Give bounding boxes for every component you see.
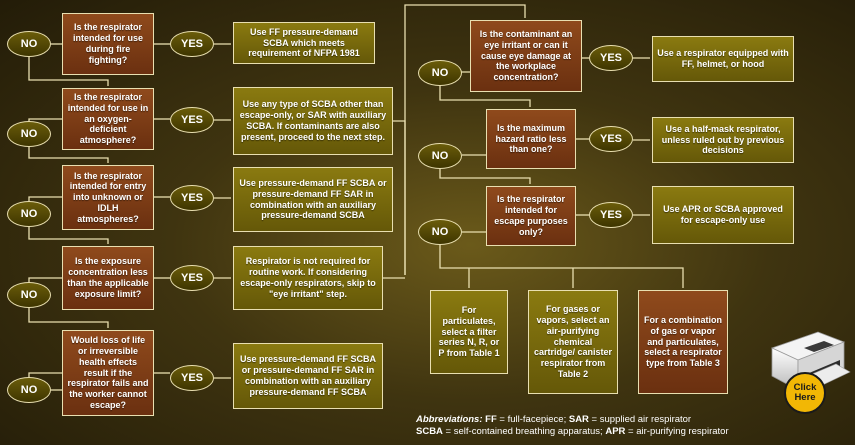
no-eye-irritant: NO xyxy=(418,60,462,86)
option-combination: For a combination of gas or vapor and pa… xyxy=(638,290,728,394)
click-here-line2: Here xyxy=(794,392,816,403)
abbr-sar-meaning: supplied air respirator xyxy=(599,414,692,425)
yes-loss-of-life: YES xyxy=(170,365,214,391)
no-hazard-ratio: NO xyxy=(418,143,462,169)
answer-oxygen-deficient: Use any type of SCBA other than escape-o… xyxy=(233,87,393,155)
question-fire-fighting: Is the respirator intended for use durin… xyxy=(62,13,154,75)
abbr-apr-meaning: air-purifying respirator xyxy=(636,425,729,437)
question-hazard-ratio: Is the maximum hazard ratio less than on… xyxy=(486,109,576,169)
answer-idlh: Use pressure-demand FF SCBA or pressure-… xyxy=(233,167,393,232)
yes-exposure-limit: YES xyxy=(170,265,214,291)
no-escape-only: NO xyxy=(418,219,462,245)
no-exposure-limit: NO xyxy=(7,282,51,308)
yes-oxygen-deficient: YES xyxy=(170,107,214,133)
question-eye-irritant: Is the contaminant an eye irritant or ca… xyxy=(470,20,582,92)
answer-loss-of-life: Use pressure-demand FF SCBA or pressure-… xyxy=(233,343,383,409)
answer-eye-irritant: Use a respirator equipped with FF, helme… xyxy=(652,36,794,82)
connector-line xyxy=(393,120,406,275)
answer-exposure-limit: Respirator is not required for routine w… xyxy=(233,246,383,310)
option-gases-vapors: For gases or vapors, select an air-purif… xyxy=(528,290,618,394)
no-fire-fighting: NO xyxy=(7,31,51,57)
question-loss-of-life: Would loss of life or irreversible healt… xyxy=(62,330,154,416)
abbr-scba-meaning: self-contained breathing apparatus; xyxy=(453,425,603,437)
no-idlh: NO xyxy=(7,201,51,227)
answer-escape-only: Use APR or SCBA approved for escape-only… xyxy=(652,186,794,244)
yes-idlh: YES xyxy=(170,185,214,211)
answer-fire-fighting: Use FF pressure-demand SCBA which meets … xyxy=(233,22,375,64)
connector-line xyxy=(439,169,531,184)
connector-line xyxy=(28,308,109,328)
click-here-badge[interactable]: Click Here xyxy=(784,372,826,414)
question-exposure-limit: Is the exposure concentration less than … xyxy=(62,246,154,310)
yes-escape-only: YES xyxy=(589,202,633,228)
abbr-sar: SAR xyxy=(568,414,589,425)
yes-eye-irritant: YES xyxy=(589,45,633,71)
no-oxygen-deficient: NO xyxy=(7,121,51,147)
yes-fire-fighting: YES xyxy=(170,31,214,57)
no-loss-of-life: NO xyxy=(7,377,51,403)
answer-hazard-ratio: Use a half-mask respirator, unless ruled… xyxy=(652,117,794,163)
abbr-ff-meaning: full-facepiece; xyxy=(507,414,567,425)
abbreviations-heading: Abbreviations: xyxy=(416,414,483,425)
abbr-scba: SCBA xyxy=(416,425,443,437)
abbr-apr: APR xyxy=(605,425,626,437)
abbreviations-legend: Abbreviations: FF = full-facepiece; SAR … xyxy=(416,414,729,437)
yes-hazard-ratio: YES xyxy=(589,126,633,152)
question-oxygen-deficient: Is the respirator intended for use in an… xyxy=(62,88,154,150)
connector-line xyxy=(439,245,684,288)
option-particulates: For particulates, select a filter series… xyxy=(430,290,508,374)
question-idlh: Is the respirator intended for entry int… xyxy=(62,165,154,230)
abbr-ff: FF xyxy=(485,414,497,425)
click-here-line1: Click xyxy=(793,382,817,394)
question-escape-only: Is the respirator intended for escape pu… xyxy=(486,186,576,246)
